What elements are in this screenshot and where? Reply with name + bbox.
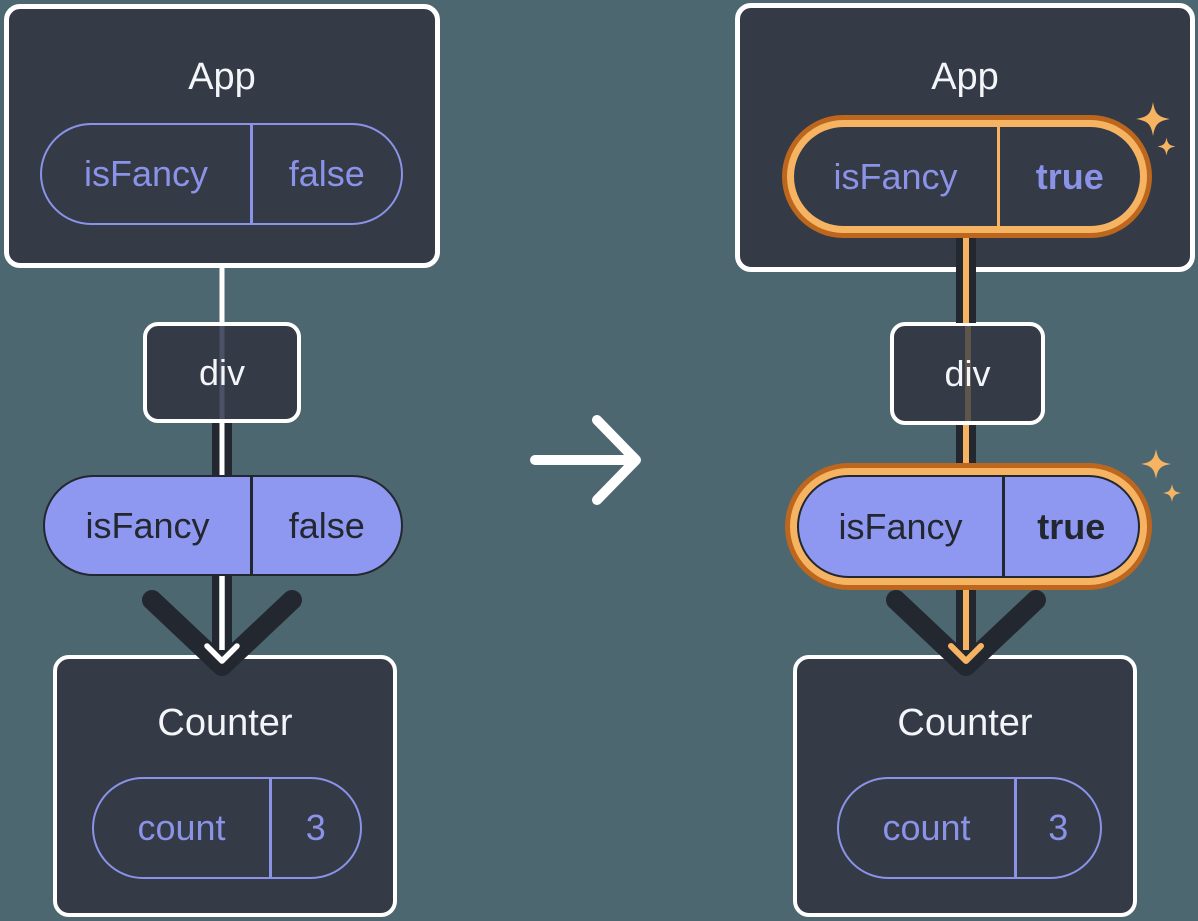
right-div-label: div bbox=[944, 352, 991, 394]
right-div-node: div bbox=[890, 322, 1045, 425]
right-counter-title: Counter bbox=[897, 702, 1033, 744]
left-passed-prop-pill: isFancy false bbox=[43, 475, 403, 576]
right-div-ghost-line bbox=[964, 326, 971, 421]
state-name: count bbox=[882, 807, 971, 848]
state-value: 3 bbox=[305, 807, 326, 848]
prop-name: isFancy bbox=[85, 504, 210, 546]
left-counter-state-pill: count 3 bbox=[92, 777, 362, 879]
right-app-prop-pill-highlight-ring: isFancy true bbox=[782, 115, 1152, 238]
prop-value: false bbox=[288, 504, 365, 546]
pill-divider bbox=[997, 127, 1000, 226]
state-value: 3 bbox=[1048, 807, 1069, 848]
pill-divider bbox=[250, 477, 253, 574]
right-passed-prop-pill-highlight-ring: isFancy true bbox=[785, 463, 1152, 590]
highlight-ring-inner: isFancy true bbox=[787, 120, 1147, 233]
pill-divider bbox=[1002, 477, 1005, 576]
left-app-title: App bbox=[188, 56, 256, 98]
prop-name: isFancy bbox=[833, 155, 958, 197]
prop-value: true bbox=[1037, 505, 1106, 547]
left-app-prop-pill: isFancy false bbox=[40, 123, 403, 225]
pill-divider bbox=[250, 125, 253, 223]
sparkle-icon-middle-small bbox=[1163, 484, 1181, 502]
prop-value: true bbox=[1035, 155, 1104, 197]
right-app-prop-pill: isFancy true bbox=[794, 127, 1140, 226]
left-div-node: div bbox=[143, 322, 301, 423]
prop-name: isFancy bbox=[838, 505, 963, 547]
right-counter-state-pill: count 3 bbox=[837, 777, 1102, 879]
right-flow-arrow-icon bbox=[886, 584, 1046, 676]
left-counter-card: Counter count 3 bbox=[53, 655, 397, 917]
prop-value: false bbox=[288, 153, 365, 194]
right-app-title: App bbox=[931, 56, 999, 98]
left-counter-title: Counter bbox=[157, 702, 293, 744]
left-div-ghost-line bbox=[219, 326, 225, 419]
left-flow-arrow-icon bbox=[142, 572, 302, 676]
right-passed-prop-pill: isFancy true bbox=[797, 475, 1140, 578]
left-div-label: div bbox=[198, 351, 246, 393]
state-name: count bbox=[137, 807, 226, 848]
pill-divider bbox=[1014, 779, 1017, 877]
sparkle-icon-middle-large bbox=[1141, 449, 1171, 479]
pill-divider bbox=[269, 779, 272, 877]
prop-name: isFancy bbox=[83, 153, 209, 194]
highlight-ring-inner: isFancy true bbox=[790, 468, 1147, 585]
right-counter-card: Counter count 3 bbox=[793, 655, 1137, 917]
